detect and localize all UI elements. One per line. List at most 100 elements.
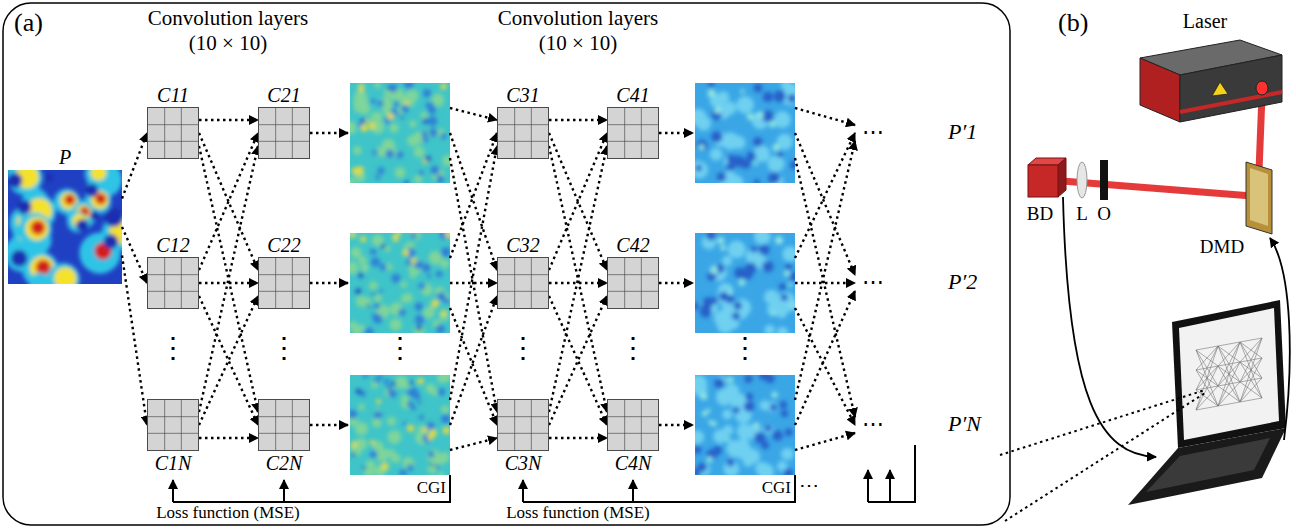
loss-label: Loss function (MSE): [506, 503, 650, 523]
dotted-connection: [549, 119, 607, 121]
output-label: P′1: [948, 119, 977, 144]
kernel-label: C41: [616, 84, 649, 106]
cgi-label: CGI: [417, 478, 446, 498]
dotted-connection: [549, 437, 607, 439]
ellipsis: ⋮: [270, 332, 298, 364]
dotted-connection: [549, 296, 607, 425]
device-label: DMD: [1200, 236, 1244, 258]
dmd: [1246, 162, 1272, 234]
dotted-arrow: [659, 424, 693, 426]
dotted-connection: [122, 256, 147, 426]
kernel-label: C22: [267, 234, 300, 256]
kernel-grid: [498, 400, 548, 450]
kernel-label: C21: [267, 84, 300, 106]
kernel-label: C32: [506, 234, 539, 256]
ellipsis: ⋮: [386, 332, 414, 364]
dotted-arrow: [310, 132, 348, 134]
dotted-arrow: [795, 141, 855, 400]
ellipsis: ⋮: [159, 332, 187, 364]
kernel-grid: [608, 258, 658, 308]
device-label: L: [1076, 203, 1088, 225]
dotted-arrow: [795, 133, 855, 258]
layer-heading: Convolution layers: [148, 6, 308, 30]
dotted-arrow: [795, 291, 855, 425]
convolution-kernel: C11: [147, 107, 199, 159]
ellipsis: ⋯: [799, 474, 819, 497]
dotted-arrow: [450, 133, 497, 258]
feature-map: [695, 375, 795, 475]
convolution-kernel: C3N: [497, 399, 549, 451]
feature-map: [8, 170, 122, 284]
dotted-connection: [199, 296, 258, 425]
laser: [1140, 40, 1282, 122]
kernel-grid: [608, 108, 658, 158]
pattern-label: P: [59, 146, 71, 168]
kernel-label: C42: [616, 234, 649, 256]
kernel-grid: [259, 400, 309, 450]
feature-map: [695, 233, 795, 333]
dotted-connection: [199, 296, 258, 425]
dotted-connection: [122, 133, 147, 199]
dotted-arrow: [310, 424, 348, 426]
kernel-label: C3N: [505, 452, 542, 474]
dotted-connection: [199, 133, 258, 270]
ellipsis: ⋮: [619, 332, 647, 364]
kernel-label: C1N: [155, 452, 192, 474]
kernel-size: (10 × 10): [539, 31, 617, 55]
convolution-kernel: C12: [147, 257, 199, 309]
kernel-label: C2N: [266, 452, 303, 474]
dotted-connection: [549, 146, 607, 412]
dotted-arrow: [450, 438, 497, 450]
device-label: O: [1097, 203, 1111, 225]
convolution-kernel: C2N: [258, 399, 310, 451]
kernel-grid: [148, 400, 198, 450]
feature-map: [350, 233, 450, 333]
lens: [1077, 162, 1087, 198]
bucket-detector: [1028, 158, 1066, 197]
dotted-connection: [549, 133, 607, 270]
feature-map: [695, 83, 795, 183]
kernel-grid: [148, 108, 198, 158]
kernel-grid: [608, 400, 658, 450]
dotted-arrow: [659, 282, 693, 284]
convolution-kernel: C42: [607, 257, 659, 309]
dotted-arrow: [795, 108, 855, 125]
ellipsis: ⋯: [862, 119, 884, 144]
convolution-kernel: C22: [258, 257, 310, 309]
dotted-connection: [199, 119, 258, 121]
kernel-size: (10 × 10): [189, 31, 267, 55]
dotted-arrow: [795, 282, 855, 284]
ellipsis: ⋮: [509, 332, 537, 364]
panel-label: (b): [1058, 8, 1088, 38]
layer-heading: Convolution layers: [498, 6, 658, 30]
convolution-kernel: C32: [497, 257, 549, 309]
object: [1100, 160, 1108, 200]
kernel-grid: [498, 108, 548, 158]
input-pattern: P: [8, 170, 122, 284]
output-label: P′N: [948, 411, 981, 436]
kernel-label: C11: [157, 84, 189, 106]
feature-map: [350, 83, 450, 183]
dotted-connection: [549, 133, 607, 270]
convolution-kernel: C31: [497, 107, 549, 159]
convolution-kernel: C4N: [607, 399, 659, 451]
cgi-label: CGI: [762, 478, 791, 498]
kernel-label: C31: [506, 84, 539, 106]
dotted-arrow: [795, 433, 855, 450]
laptop: [1128, 300, 1286, 505]
output-label: P′2: [948, 269, 977, 294]
ellipsis: ⋯: [862, 269, 884, 294]
dotted-connection: [199, 133, 258, 270]
dotted-connection: [199, 146, 258, 412]
convolution-kernel: C1N: [147, 399, 199, 451]
dotted-connection: [549, 296, 607, 425]
kernel-grid: [259, 258, 309, 308]
dotted-arrow: [450, 108, 497, 120]
panel-label: (a): [14, 8, 43, 38]
dotted-arrow: [310, 282, 348, 284]
kernel-grid: [148, 258, 198, 308]
kernel-grid: [498, 258, 548, 308]
loss-label: Loss function (MSE): [156, 503, 300, 523]
kernel-grid: [259, 108, 309, 158]
